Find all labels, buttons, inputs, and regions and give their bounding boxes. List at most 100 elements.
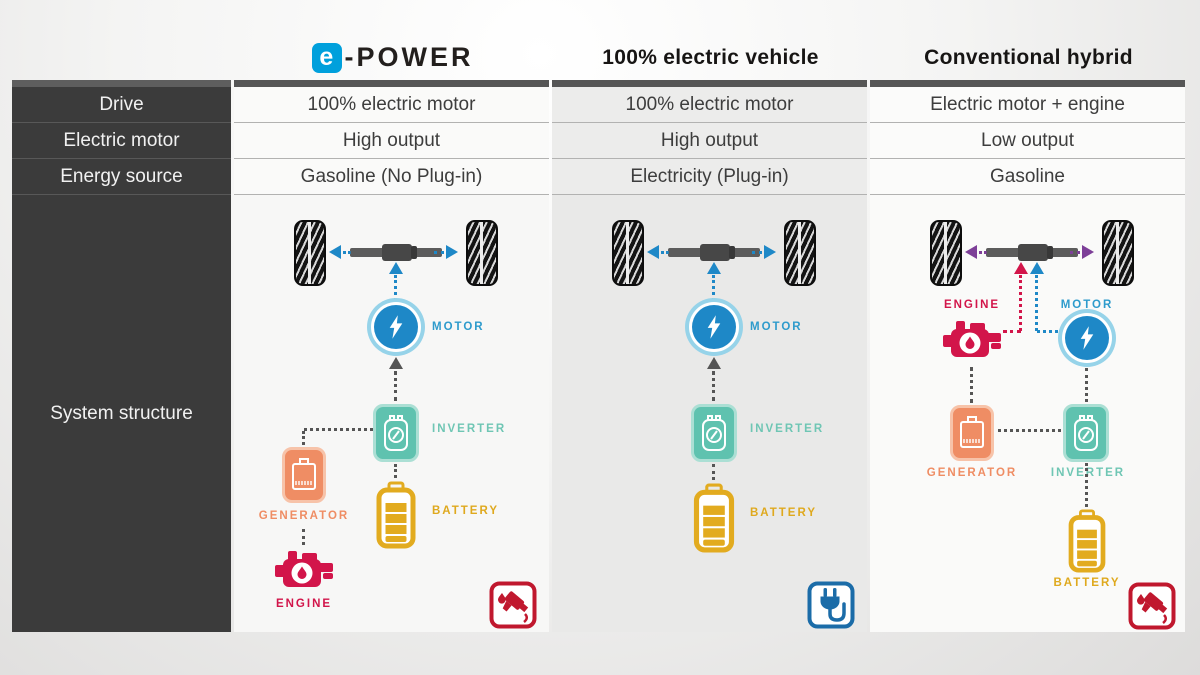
battery-icon <box>1067 509 1107 573</box>
tire-icon <box>930 220 962 286</box>
epower-logo-text: -POWER <box>344 42 474 72</box>
cell-hybrid-energy-source: Gasoline <box>870 159 1185 195</box>
arrow-motor-to-axle-icon <box>389 262 403 274</box>
motor-label: MOTOR <box>750 321 803 333</box>
cell-ev-drive: 100% electric motor <box>552 87 867 123</box>
tire-icon <box>612 220 644 286</box>
inverter-icon <box>373 404 419 462</box>
dotted-connector <box>394 371 397 401</box>
epower-logo: e -POWER <box>235 42 550 73</box>
dotted-connector <box>970 367 973 403</box>
row-label-electric-motor: Electric motor <box>12 123 231 159</box>
arrow-to-left-tire-icon <box>965 245 977 259</box>
dotted-connector <box>302 431 305 445</box>
arrow-to-left-tire-icon <box>647 245 659 259</box>
arrow-to-left-tire-icon <box>329 245 341 259</box>
inverter-label: INVERTER <box>750 423 825 435</box>
dotted-connector <box>712 464 715 480</box>
arrow-motor-to-axle-icon <box>707 262 721 274</box>
dotted-connector <box>1019 275 1022 331</box>
arrow-to-right-tire-icon <box>446 245 458 259</box>
arrow-inverter-to-motor-icon <box>389 357 403 369</box>
dotted-connector <box>1070 251 1080 254</box>
column-conventional-hybrid: Electric motor + engine Low output Gasol… <box>870 80 1185 632</box>
dotted-connector <box>1003 330 1021 333</box>
inverter-icon <box>691 404 737 462</box>
generator-label: GENERATOR <box>258 510 350 522</box>
arrow-engine-to-axle-icon <box>1014 262 1028 274</box>
row-label-energy-source: Energy source <box>12 159 231 195</box>
axle-gearbox <box>700 244 735 261</box>
tire-icon <box>1102 220 1134 286</box>
column-title-electric-vehicle: 100% electric vehicle <box>602 46 819 69</box>
motor-icon <box>374 305 418 349</box>
dotted-connector <box>394 464 397 478</box>
dotted-connector <box>304 428 373 431</box>
comparison-table: Drive Electric motor Energy source Syste… <box>12 80 1185 632</box>
fuel-pump-icon <box>489 581 537 629</box>
row-label-drive: Drive <box>12 87 231 123</box>
generator-icon <box>950 405 994 461</box>
ev-system-diagram: MOTOR INVERTER <box>552 195 867 632</box>
dotted-connector <box>1085 463 1088 507</box>
epower-system-diagram: MOTOR INVERTER GENERATOR <box>234 195 549 632</box>
motor-label: MOTOR <box>432 321 485 333</box>
dotted-connector <box>712 275 715 301</box>
arrow-inverter-to-motor-icon <box>707 357 721 369</box>
inverter-icon <box>1063 404 1109 462</box>
dotted-connector <box>394 275 397 301</box>
cell-epower-energy-source: Gasoline (No Plug-in) <box>234 159 549 195</box>
sidebar-top-bar <box>12 80 231 87</box>
column-epower: 100% electric motor High output Gasoline… <box>234 80 549 632</box>
engine-icon <box>273 547 335 593</box>
dotted-connector <box>302 529 305 545</box>
dotted-connector <box>998 429 1061 432</box>
dotted-connector <box>752 251 762 254</box>
cell-epower-electric-motor: High output <box>234 123 549 159</box>
tire-icon <box>466 220 498 286</box>
cell-hybrid-drive: Electric motor + engine <box>870 87 1185 123</box>
tire-icon <box>784 220 816 286</box>
engine-label: ENGINE <box>275 598 333 610</box>
dotted-connector <box>1037 330 1058 333</box>
arrow-motor-to-axle-icon <box>1030 262 1044 274</box>
cell-epower-drive: 100% electric motor <box>234 87 549 123</box>
inverter-label: INVERTER <box>432 423 507 435</box>
hybrid-system-diagram: ENGINE MOTOR <box>870 195 1185 632</box>
column-top-bar <box>552 80 867 87</box>
epower-e-badge-icon: e <box>311 42 342 73</box>
column-title-conventional-hybrid: Conventional hybrid <box>924 46 1133 69</box>
engine-icon <box>941 317 1003 363</box>
dotted-connector <box>434 251 444 254</box>
inverter-label: INVERTER <box>1050 467 1126 479</box>
charging-plug-icon <box>807 581 855 629</box>
battery-label: BATTERY <box>750 507 818 519</box>
battery-label: BATTERY <box>1053 577 1121 589</box>
row-label-system-structure: System structure <box>12 195 231 632</box>
arrow-to-right-tire-icon <box>1082 245 1094 259</box>
battery-label: BATTERY <box>432 505 500 517</box>
cell-ev-electric-motor: High output <box>552 123 867 159</box>
dotted-connector <box>661 251 669 254</box>
motor-label: MOTOR <box>1060 299 1114 311</box>
column-top-bar <box>870 80 1185 87</box>
column-top-bar <box>234 80 549 87</box>
battery-icon <box>376 481 416 549</box>
cell-hybrid-electric-motor: Low output <box>870 123 1185 159</box>
motor-icon <box>1065 316 1109 360</box>
dotted-connector <box>979 251 987 254</box>
motor-icon <box>692 305 736 349</box>
engine-label: ENGINE <box>943 299 1001 311</box>
row-label-sidebar: Drive Electric motor Energy source Syste… <box>12 80 231 632</box>
column-electric-vehicle: 100% electric motor High output Electric… <box>552 80 867 632</box>
battery-icon <box>693 483 735 553</box>
dotted-connector <box>1085 368 1088 402</box>
tire-icon <box>294 220 326 286</box>
dotted-connector <box>1035 275 1038 331</box>
cell-ev-energy-source: Electricity (Plug-in) <box>552 159 867 195</box>
dotted-connector <box>712 371 715 401</box>
axle-gearbox <box>382 244 417 261</box>
fuel-pump-icon <box>1128 582 1176 630</box>
generator-icon <box>282 447 326 503</box>
